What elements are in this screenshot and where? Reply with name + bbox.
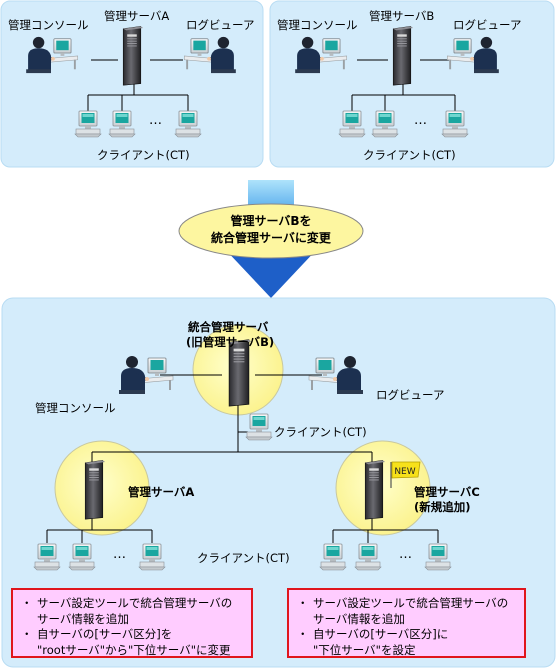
note-text: 自サーバの[サーバ区分]を (37, 627, 173, 641)
tl-client-pc-icon (174, 110, 202, 138)
integrated-server-label: 統合管理サーバ (188, 320, 269, 334)
note-bullet: ・ (297, 627, 309, 641)
server-c-label: 管理サーバC (414, 485, 480, 499)
bl-client-pc-icon (354, 543, 382, 571)
bl-client-pc-icon (33, 543, 61, 571)
transition-line2: 統合管理サーバに変更 (211, 230, 332, 245)
tr-ellipsis: … (414, 113, 427, 128)
server-a-icon (84, 459, 106, 520)
tr-server-label: 管理サーバB (369, 9, 434, 23)
transition-arrow: 管理サーバBを 統合管理サーバに変更 (178, 180, 364, 298)
integrated-server-sublabel: (旧管理サーバB) (186, 335, 274, 349)
tl-client-pc-icon (108, 110, 136, 138)
note-text: サーバ設定ツールで統合管理サーバの (313, 596, 509, 610)
note-left: ・ サーバ設定ツールで統合管理サーバの サーバ情報を追加 ・ 自サーバの[サーバ… (11, 588, 253, 658)
bl-ellipsis-right: … (399, 547, 412, 562)
note-text: サーバ情報を追加 (313, 611, 405, 626)
note-text: サーバ設定ツールで統合管理サーバの (37, 596, 233, 610)
tr-server-b-icon (392, 25, 414, 86)
note-left-item: ・ 自サーバの[サーバ区分]を "rootサーバ"から"下位サーバ"に変更 (19, 627, 245, 658)
top-left-panel: 管理サーバA 管理コンソール ログビューア … クライアント(CT) (0, 0, 264, 168)
tr-clients-label: クライアント(CT) (363, 148, 456, 162)
server-a-label: 管理サーバA (128, 485, 194, 499)
note-text: 自サーバの[サーバ区分]に (313, 627, 449, 641)
bl-client-pc-icon (68, 543, 96, 571)
bl-center-clients-label: クライアント(CT) (274, 425, 367, 439)
note-text: "rootサーバ"から"下位サーバ"に変更 (37, 642, 231, 657)
tr-viewer-label: ログビューア (453, 18, 522, 32)
note-bullet: ・ (297, 596, 309, 610)
tl-ellipsis: … (149, 113, 162, 128)
transition-callout (178, 203, 364, 259)
tr-client-pc-icon (338, 110, 366, 138)
new-badge-label: NEW (394, 467, 415, 477)
bl-ellipsis-left: … (113, 547, 126, 562)
transition-line1: 管理サーバBを (230, 213, 311, 228)
bl-client-pc-icon (138, 543, 166, 571)
tl-clients-label: クライアント(CT) (97, 148, 190, 162)
bl-console-label: 管理コンソール (35, 401, 116, 415)
top-right-panel: 管理サーバB 管理コンソール ログビューア … クライアント(CT) (269, 0, 555, 168)
note-right: ・ サーバ設定ツールで統合管理サーバの サーバ情報を追加 ・ 自サーバの[サーバ… (287, 588, 526, 658)
tl-server-a-icon (122, 25, 144, 86)
tl-client-pc-icon (74, 110, 102, 138)
bl-viewer-label: ログビューア (376, 388, 445, 402)
arrow-head (222, 246, 320, 298)
bottom-panel: NEW 統合管理サーバ (旧管理サーバB) 管理コンソール ログビューア クライ… (1, 297, 556, 668)
tr-console-label: 管理コンソール (277, 18, 358, 32)
tl-console-label: 管理コンソール (8, 18, 89, 32)
tl-viewer-label: ログビューア (186, 18, 255, 32)
tr-client-pc-icon (441, 110, 469, 138)
bl-bottom-clients-label: クライアント(CT) (197, 551, 290, 565)
note-bullet: ・ (21, 627, 33, 641)
tl-server-label: 管理サーバA (104, 9, 169, 23)
server-c-sublabel: (新規追加) (414, 500, 471, 514)
note-right-item: ・ 自サーバの[サーバ区分]に "下位サーバ"を設定 (295, 627, 518, 658)
note-right-item: ・ サーバ設定ツールで統合管理サーバの サーバ情報を追加 (295, 596, 518, 627)
server-c-icon (364, 459, 386, 520)
note-left-item: ・ サーバ設定ツールで統合管理サーバの サーバ情報を追加 (19, 596, 245, 627)
bl-center-client-pc-icon (245, 413, 273, 441)
new-flag-icon: NEW (390, 461, 421, 488)
integrated-server-icon (228, 339, 253, 407)
bl-client-pc-icon (319, 543, 347, 571)
tr-client-pc-icon (371, 110, 399, 138)
note-bullet: ・ (21, 596, 33, 610)
note-text: サーバ情報を追加 (37, 611, 129, 626)
note-text: "下位サーバ"を設定 (313, 642, 416, 657)
bl-client-pc-icon (424, 543, 452, 571)
